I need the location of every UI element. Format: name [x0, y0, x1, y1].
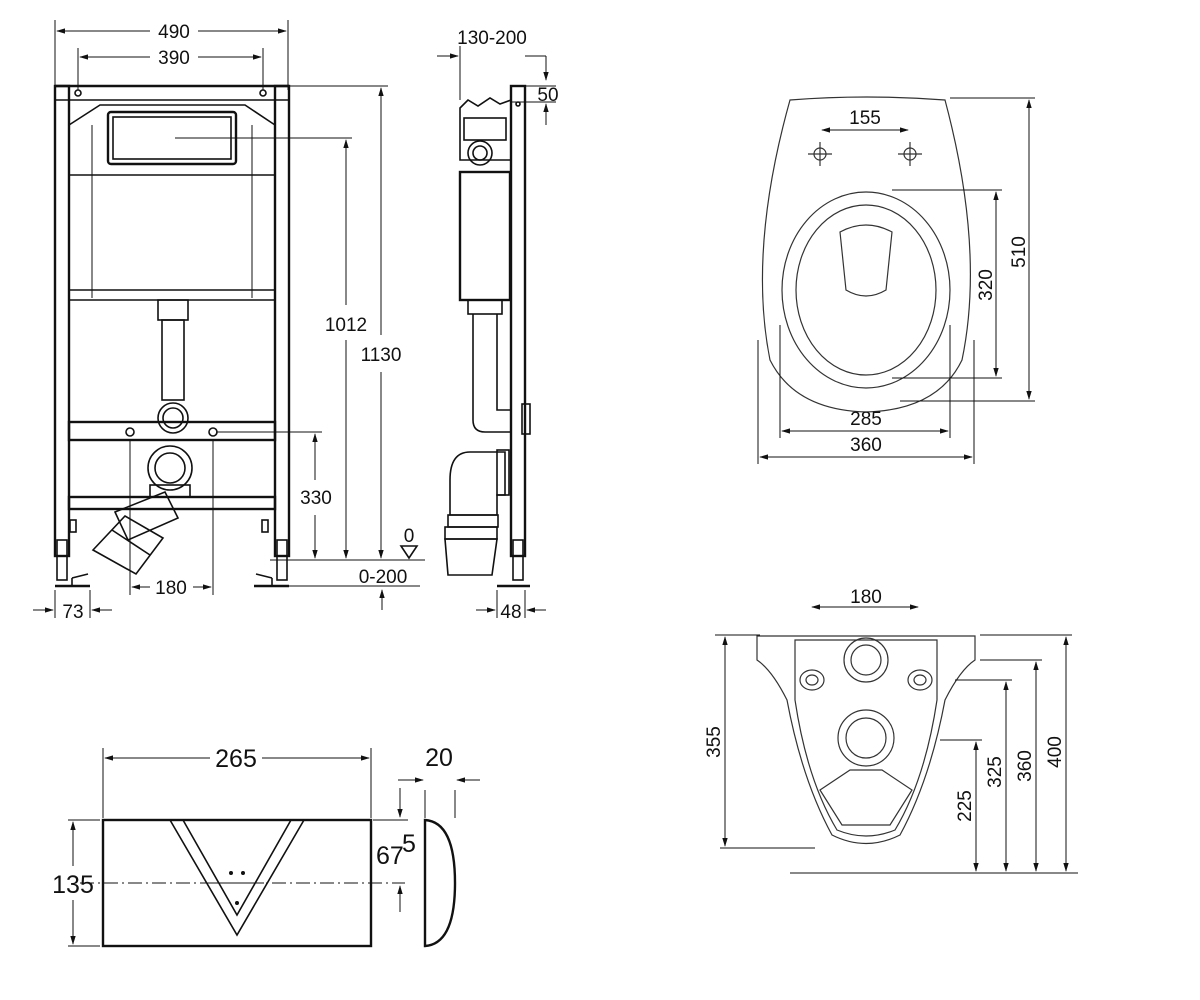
- wc-top-view: 155 320 510 285 360: [757, 96, 1035, 464]
- dim-foot-width: 73: [62, 602, 83, 623]
- dim-zero-mark: 0: [404, 526, 415, 547]
- dim-plate-width: 265: [215, 745, 257, 773]
- dim-bolt-spacing-top: 155: [849, 108, 881, 129]
- dim-foot-depth: 48: [500, 602, 521, 623]
- dim-height-1012: 1012: [325, 315, 367, 336]
- dim-front-height: 355: [704, 726, 725, 758]
- dim-plate-half: 67: [376, 842, 404, 870]
- dim-top-offset: 50: [537, 85, 558, 106]
- dim-total-height: 400: [1045, 736, 1066, 768]
- dim-depth-adjust: 130-200: [457, 28, 527, 49]
- dim-bolt-height: 325: [985, 756, 1006, 788]
- dim-plate-height: 135: [52, 871, 94, 899]
- dim-floor-adjust: 0-200: [359, 567, 408, 588]
- dim-drain-offset: 180: [155, 578, 187, 599]
- dim-bowl-width: 360: [850, 435, 882, 456]
- dim-plate-half-sup: 5: [402, 830, 416, 858]
- dim-drain-height: 330: [300, 488, 332, 509]
- dim-bowl-length: 510: [1009, 236, 1030, 268]
- dim-rim-height: 360: [1015, 750, 1036, 782]
- dim-inner-width: 285: [850, 409, 882, 430]
- dim-inlet-height: 225: [955, 790, 976, 822]
- dim-front-bolt-spacing: 180: [850, 587, 882, 608]
- wc-rear-view: 180 355 225 325 360 400: [704, 587, 1078, 874]
- frame-side-view: 130-200 50 48: [437, 28, 559, 623]
- dim-seat-length: 320: [976, 269, 997, 301]
- dim-frame-width: 490: [158, 22, 190, 43]
- dim-height-1130: 1130: [361, 345, 402, 366]
- flush-plate: 265 135 67 5 20: [52, 744, 480, 948]
- dim-hole-spacing: 390: [158, 48, 190, 69]
- frame-front-view: 490 390: [33, 20, 425, 623]
- dim-plate-thickness: 20: [425, 744, 453, 772]
